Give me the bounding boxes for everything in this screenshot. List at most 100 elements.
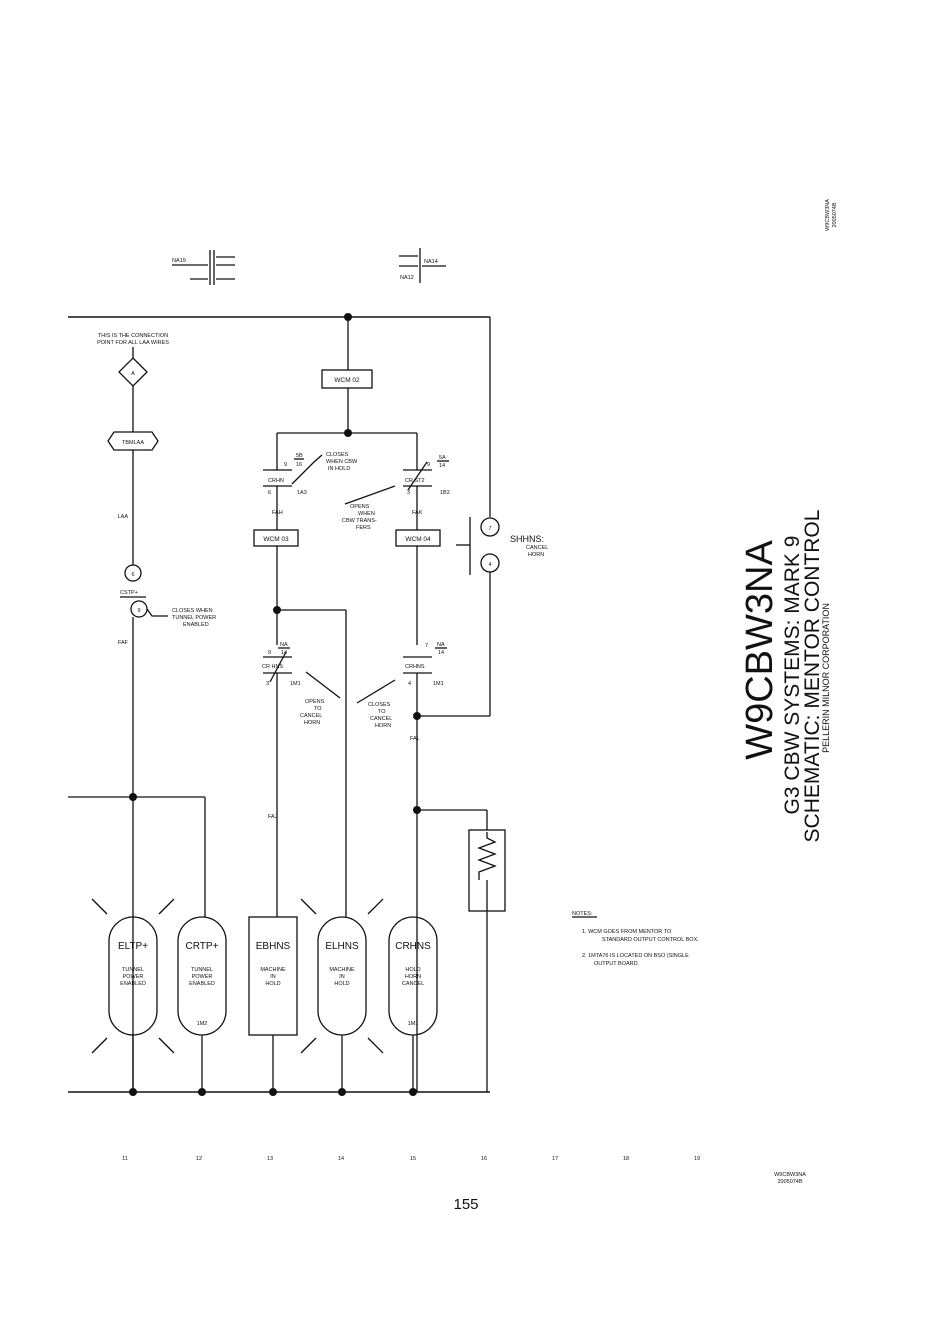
title-line3: SCHEMATIC: MENTOR CONTROL	[801, 510, 824, 843]
svg-text:5A: 5A	[439, 455, 446, 461]
title-line2: G3 CBW SYSTEMS: MARK 9	[781, 536, 804, 815]
svg-text:11: 11	[122, 1156, 128, 1162]
svg-text:16: 16	[296, 462, 302, 468]
lamp-crhns: CRHNS HOLD HORN CANCEL 1M1	[388, 916, 438, 1036]
connector-hex-label: TBMLAA	[122, 440, 144, 446]
lamp-crtp: CRTP+ TUNNEL POWER ENABLED 1M2	[177, 916, 227, 1036]
svg-text:14: 14	[338, 1156, 344, 1162]
svg-text:14: 14	[438, 650, 444, 656]
connector-hex	[107, 431, 159, 451]
crhns-right-note-4: HORN	[375, 723, 391, 729]
wcm04-label: WCM 04	[405, 536, 431, 543]
connection-note-line2: POINT FOR ALL LAA WIRES	[97, 340, 169, 346]
shhns-sub-1: CANCEL	[526, 545, 548, 551]
lamp-elhns: ELHNS MACHINE IN HOLD	[300, 898, 384, 1054]
lamp-ebhns: EBHNS MACHINE IN HOLD	[248, 916, 298, 1036]
svg-text:9: 9	[284, 462, 287, 468]
svg-text:MACHINE: MACHINE	[329, 967, 355, 973]
ref-marker-right: NA14 NA12	[399, 248, 446, 283]
crhns-left-note-2: TO	[314, 706, 322, 712]
crhn-note-1: CLOSES	[326, 452, 349, 458]
title-company: PELLERIN MILNOR CORPORATION	[821, 603, 831, 753]
wire-fah: FAH	[272, 510, 283, 516]
connector-diamond-label: A	[131, 371, 135, 377]
ref-right-top-label: NA14	[424, 259, 438, 265]
svg-text:ENABLED: ENABLED	[120, 981, 146, 987]
svg-text:POWER: POWER	[192, 974, 213, 980]
cstp-note-3: ENABLED	[183, 622, 209, 628]
svg-text:19: 19	[694, 1156, 700, 1162]
wcm03-label: WCM 03	[263, 536, 289, 543]
shhns-pin-top	[480, 517, 500, 537]
svg-text:IN: IN	[270, 974, 276, 980]
svg-text:4: 4	[488, 562, 491, 568]
title-drawing-no: W9CBW3NA	[739, 540, 781, 760]
svg-text:9: 9	[268, 650, 271, 656]
svg-text:9: 9	[137, 608, 140, 614]
svg-text:1B2: 1B2	[440, 490, 450, 496]
svg-text:1M2: 1M2	[197, 1021, 208, 1027]
page-number: 155	[453, 1196, 479, 1213]
crst2-note-2: WHEN	[358, 511, 375, 517]
svg-text:POWER: POWER	[123, 974, 144, 980]
wire-faj: FAJ	[268, 814, 278, 820]
svg-text:3: 3	[266, 681, 269, 687]
svg-text:CRHNS: CRHNS	[395, 941, 431, 952]
ref-marker-left: NA19	[172, 250, 235, 285]
svg-text:TUNNEL: TUNNEL	[122, 967, 144, 973]
wcm04-module	[395, 529, 441, 547]
svg-text:4: 4	[408, 681, 411, 687]
crhns-left-label: CR HNS	[262, 664, 283, 670]
crst2-label: CR ST2	[405, 478, 425, 484]
crhns-left-note-4: HORN	[304, 720, 320, 726]
cstp-note-2: TUNNEL POWER	[172, 615, 216, 621]
wcm02-label: WCM 02	[334, 377, 360, 384]
svg-text:2. 1MTA76 IS LOCATED ON BSO (S: 2. 1MTA76 IS LOCATED ON BSO (SINGLE	[582, 953, 689, 959]
svg-text:6: 6	[268, 490, 271, 496]
svg-text:3: 3	[407, 490, 410, 496]
crhn-note-3: IN HOLD	[328, 466, 350, 472]
svg-text:2005074B: 2005074B	[832, 202, 838, 227]
crhns-right-label: CRHNS	[405, 664, 425, 670]
crhns-left-note-3: CANCEL	[300, 713, 322, 719]
title-block: W9CBW3NA	[739, 540, 781, 760]
svg-text:16: 16	[481, 1156, 487, 1162]
cstp-label: CSTP+	[120, 590, 138, 596]
svg-text:1M1: 1M1	[433, 681, 444, 687]
cstp-pin-top	[124, 564, 142, 582]
svg-text:TUNNEL: TUNNEL	[191, 967, 213, 973]
svg-text:NA: NA	[437, 642, 445, 648]
svg-text:STANDARD OUTPUT CONTROL BOX.: STANDARD OUTPUT CONTROL BOX.	[602, 937, 699, 943]
svg-text:1A3: 1A3	[297, 490, 307, 496]
svg-text:1M1: 1M1	[408, 1021, 419, 1027]
svg-text:1M1: 1M1	[290, 681, 301, 687]
wire-faf: FAF	[118, 640, 129, 646]
wire-fak: FAK	[412, 510, 423, 516]
stamp-top-rotated: W9CBW3NA 2005074B	[825, 199, 838, 231]
svg-text:ENABLED: ENABLED	[189, 981, 215, 987]
shhns-sub-2: HORN	[528, 552, 544, 558]
svg-text:HOLD: HOLD	[405, 967, 420, 973]
stamp-bottom-line1: W9CBW3NA	[774, 1172, 806, 1178]
svg-text:14: 14	[281, 650, 287, 656]
notes-block: NOTES: 1. WCM GOES FROM MENTOR TO STANDA…	[572, 911, 699, 967]
svg-text:HOLD: HOLD	[265, 981, 280, 987]
svg-text:17: 17	[552, 1156, 558, 1162]
svg-text:12: 12	[196, 1156, 202, 1162]
svg-text:15: 15	[410, 1156, 416, 1162]
wcm02-module	[321, 369, 373, 389]
svg-text:18: 18	[623, 1156, 629, 1162]
svg-text:14: 14	[439, 463, 445, 469]
crst2-note-1: OPENS	[350, 504, 370, 510]
svg-text:7: 7	[425, 643, 428, 649]
wire-laa: LAA	[118, 514, 129, 520]
crst2-note-4: FERS	[356, 525, 371, 531]
crhn-note-2: WHEN CBW	[326, 459, 358, 465]
svg-text:CANCEL: CANCEL	[402, 981, 424, 987]
crhns-right-note-3: CANCEL	[370, 716, 392, 722]
svg-text:HORN: HORN	[405, 974, 421, 980]
svg-text:CRTP+: CRTP+	[186, 941, 219, 952]
svg-text:13: 13	[267, 1156, 273, 1162]
